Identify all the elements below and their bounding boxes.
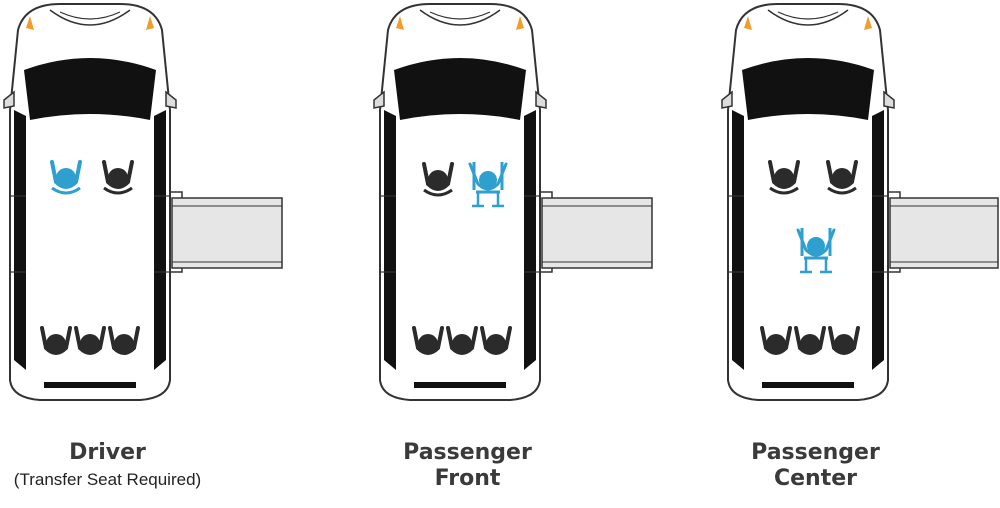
caption-driver: Driver (Transfer Seat Required) <box>0 440 215 491</box>
right-mirror <box>165 90 177 109</box>
side-ramp <box>877 191 999 273</box>
van-topview-diagram <box>3 3 283 401</box>
right-side-window <box>154 110 166 370</box>
seated-person-icon <box>446 326 478 355</box>
rear-bumper-strip <box>414 382 506 388</box>
left-side-window <box>384 110 396 370</box>
left-mirror <box>3 90 15 109</box>
van-topview-diagram <box>373 3 653 401</box>
wheelchair-person-icon <box>796 228 836 274</box>
seated-person-icon <box>74 326 106 355</box>
van-passenger-center-config <box>718 0 1000 420</box>
seated-person-icon <box>760 326 792 355</box>
rear-bumper-strip <box>44 382 136 388</box>
right-side-window <box>524 110 536 370</box>
caption-passenger-center: Passenger Center <box>728 440 903 492</box>
left-mirror <box>373 90 385 109</box>
van-passenger-front-config <box>370 0 670 420</box>
config-title: Passenger <box>751 440 880 465</box>
seated-person-icon <box>422 162 454 197</box>
signal-light-right <box>864 16 872 30</box>
signal-light-right <box>516 16 524 30</box>
config-title-line2: Center <box>773 466 857 491</box>
signal-light-right <box>146 16 154 30</box>
seated-person-icon <box>828 326 860 355</box>
windshield <box>394 58 526 120</box>
seated-person-icon <box>40 326 72 355</box>
side-ramp <box>159 191 283 273</box>
seated-person-icon <box>108 326 140 355</box>
van-body <box>3 3 177 401</box>
config-subtitle: (Transfer Seat Required) <box>13 470 202 489</box>
right-mirror <box>535 90 547 109</box>
rear-bench-passengers <box>760 326 860 355</box>
seated-person-icon <box>794 326 826 355</box>
van-body <box>373 3 547 401</box>
signal-light-left <box>396 16 404 30</box>
rear-bumper-strip <box>762 382 854 388</box>
windshield <box>742 58 874 120</box>
config-title: Passenger <box>403 440 532 465</box>
side-ramp <box>529 191 653 273</box>
van-topview-diagram <box>721 3 999 401</box>
wheelchair-person-icon <box>468 162 508 208</box>
config-title-line2: Front <box>434 466 501 491</box>
wheelchair-person-icon <box>50 160 82 195</box>
signal-light-left <box>26 16 34 30</box>
left-side-window <box>14 110 26 370</box>
left-mirror <box>721 90 733 109</box>
seated-person-icon <box>102 160 134 195</box>
seated-person-icon <box>412 326 444 355</box>
signal-light-left <box>744 16 752 30</box>
right-mirror <box>883 90 895 109</box>
van-body <box>721 3 895 401</box>
rear-bench-passengers <box>412 326 512 355</box>
left-side-window <box>732 110 744 370</box>
caption-passenger-front: Passenger Front <box>380 440 555 492</box>
right-side-window <box>872 110 884 370</box>
config-title: Driver <box>69 440 146 465</box>
windshield <box>24 58 156 120</box>
seated-person-icon <box>480 326 512 355</box>
seated-person-icon <box>826 160 858 195</box>
rear-bench-passengers <box>40 326 140 355</box>
van-driver-config <box>0 0 300 420</box>
seated-person-icon <box>768 160 800 195</box>
